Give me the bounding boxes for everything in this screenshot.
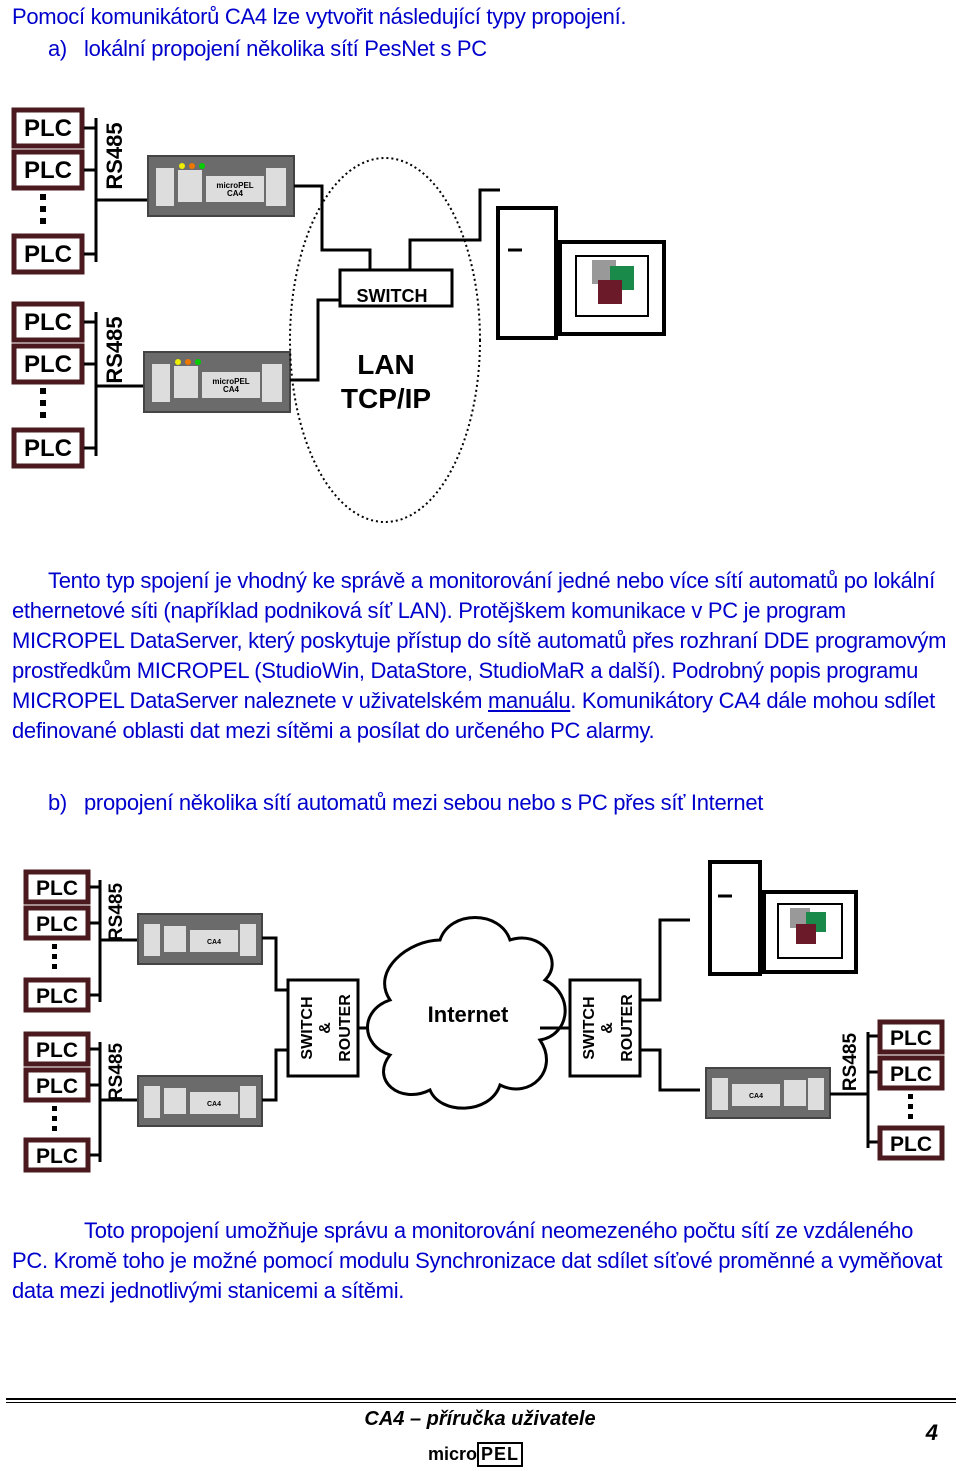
ca4-device-b2: CA4	[137, 1075, 263, 1127]
page-number: 4	[925, 1420, 938, 1445]
footer-rule-bottom	[6, 1402, 956, 1403]
plc-stack-b2: PLC PLC PLC RS485	[23, 1031, 138, 1173]
svg-text:RS485: RS485	[106, 883, 127, 942]
plc-label: PLC	[24, 241, 72, 268]
section-b-title: propojení několika sítí automatů mezi se…	[84, 790, 764, 815]
lan-label: LAN	[357, 349, 415, 380]
pc-icon	[496, 206, 666, 340]
svg-text:&: &	[599, 1022, 616, 1034]
rs485-label: RS485	[102, 122, 127, 189]
svg-text:RS485: RS485	[840, 1033, 861, 1092]
plc-stack-b3: RS485 PLC PLC PLC	[840, 1019, 945, 1161]
svg-text:CA4: CA4	[749, 1093, 763, 1100]
para-a-line3: MICROPEL DataServer, který poskytuje pří…	[12, 628, 947, 653]
plc-label: PLC	[24, 309, 72, 336]
plc-label: PLC	[24, 435, 72, 462]
plc-label: PLC	[24, 157, 72, 184]
internet-cloud	[366, 916, 567, 1110]
para-b-line2: PC. Kromě toho je možné pomocí modulu Sy…	[12, 1248, 943, 1273]
para-a-line5-pre: MICROPEL DataServer naleznete v uživatel…	[12, 688, 488, 713]
svg-text:PLC: PLC	[36, 1075, 78, 1098]
footer-title: CA4 – příručka uživatele	[364, 1408, 596, 1430]
para-a-line2: ethernetové síti (například podniková sí…	[12, 598, 846, 623]
svg-text:SWITCH: SWITCH	[299, 996, 316, 1059]
svg-text:&: &	[317, 1022, 334, 1034]
para-a-line4: prostředkům MICROPEL (StudioWin, DataSto…	[12, 658, 919, 683]
svg-text:PLC: PLC	[890, 1027, 932, 1050]
svg-text:PLC: PLC	[36, 1039, 78, 1062]
footer-rule-top	[6, 1398, 956, 1400]
para-b-line3: data mezi jednotlivými stanicemi a sítěm…	[12, 1278, 405, 1303]
plc-label: PLC	[24, 351, 72, 378]
switch-router-left: SWITCH & ROUTER	[286, 978, 360, 1078]
ca4-device-b3: CA4	[705, 1067, 831, 1119]
svg-text:PLC: PLC	[36, 877, 78, 900]
para-a-line6: definované oblasti dat mezi sítěmi a pos…	[12, 718, 655, 743]
para-a-line5-post: . Komunikátory CA4 dále mohou sdílet	[570, 688, 935, 713]
svg-text:SWITCH: SWITCH	[357, 286, 428, 306]
svg-text:PLC: PLC	[36, 913, 78, 936]
rs485-label: RS485	[102, 316, 127, 383]
svg-text:PLC: PLC	[890, 1063, 932, 1086]
plc-stack-2: PLC PLC PLC RS485	[11, 301, 144, 469]
svg-text:CA4: CA4	[223, 385, 240, 394]
plc-stack-1: PLC PLC PLC RS485	[11, 107, 148, 275]
pc-icon-b	[708, 860, 858, 976]
svg-text:CA4: CA4	[227, 189, 244, 198]
ca4-device-1: microPEL CA4	[147, 155, 295, 217]
tcpip-label: TCP/IP	[341, 383, 431, 414]
ca4-device-2: microPEL CA4	[143, 351, 291, 413]
svg-text:ROUTER: ROUTER	[619, 994, 636, 1062]
diagram-local-lan: PLC PLC PLC RS485 microPEL CA4 PLC PLC P…	[11, 107, 666, 523]
lan-boundary	[289, 157, 481, 523]
svg-text:SWITCH: SWITCH	[581, 996, 598, 1059]
internet-label: Internet	[428, 1002, 509, 1027]
svg-text:RS485: RS485	[106, 1043, 127, 1102]
manual-link[interactable]: manuálu	[488, 688, 571, 713]
para-a-line5: MICROPEL DataServer naleznete v uživatel…	[12, 686, 935, 716]
section-b-label: b)	[48, 790, 67, 815]
svg-text:ROUTER: ROUTER	[337, 994, 354, 1062]
section-a-label: a)	[48, 36, 67, 61]
svg-text:PLC: PLC	[36, 985, 78, 1008]
plc-label: PLC	[24, 115, 72, 142]
ca4-device-b1: CA4	[137, 913, 263, 965]
switch-box: SWITCH	[338, 268, 454, 308]
section-a-title: lokální propojení několika sítí PesNet s…	[84, 36, 487, 61]
svg-text:microPEL: microPEL	[212, 377, 249, 386]
switch-router-right: SWITCH & ROUTER	[568, 978, 642, 1078]
para-a-line1: Tento typ spojení je vhodný ke správě a …	[48, 568, 935, 593]
svg-text:CA4: CA4	[207, 1101, 221, 1108]
svg-text:PLC: PLC	[36, 1145, 78, 1168]
svg-text:PLC: PLC	[890, 1133, 932, 1156]
svg-text:CA4: CA4	[207, 939, 221, 946]
diagram-internet: PLC PLC PLC RS485 CA4 PLC PLC PLC RS485	[23, 860, 945, 1173]
svg-text:microPEL: microPEL	[216, 181, 253, 190]
para-b-line1: Toto propojení umožňuje správu a monitor…	[84, 1218, 914, 1243]
plc-stack-b1: PLC PLC PLC RS485	[23, 869, 138, 1013]
intro-text: Pomocí komunikátorů CA4 lze vytvořit nás…	[12, 4, 627, 29]
